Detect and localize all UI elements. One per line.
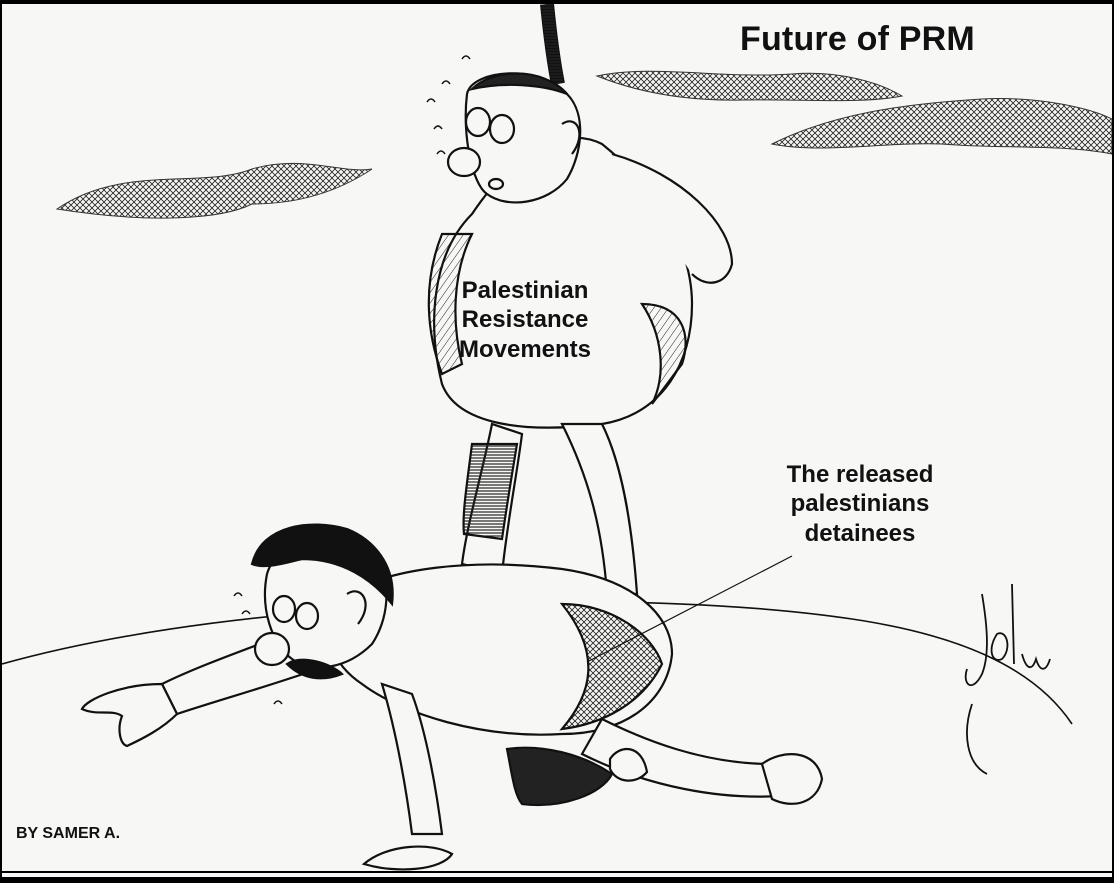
pointer-label-line: palestinians — [790, 490, 930, 518]
shirt-label: Palestinian Resistance Movements — [440, 276, 610, 364]
horizon-line — [2, 600, 1073, 725]
cartoon-illustration — [2, 4, 1112, 871]
shirt-label-line: Palestinian — [461, 277, 589, 304]
pointer-label-line: detainees — [804, 519, 916, 547]
sweat-drops — [426, 55, 471, 155]
cloud-right — [770, 98, 1112, 155]
shirt-label-line: Resistance — [461, 306, 589, 334]
crawling-figure — [80, 523, 824, 871]
signature-mark — [964, 583, 1051, 775]
pointer-label: The released palestinians detainees — [760, 460, 960, 548]
crawler-sweat-drops — [233, 592, 283, 705]
cloud-left — [55, 162, 373, 219]
artist-credit: BY SAMER A. — [16, 825, 121, 842]
pointer-label-line: The released — [786, 461, 934, 488]
cloud-upper-right — [595, 70, 904, 102]
shirt-label-line: Movements — [458, 335, 592, 363]
label-pointer-line — [586, 555, 793, 663]
cartoon-title: Future of PRM — [740, 20, 975, 58]
